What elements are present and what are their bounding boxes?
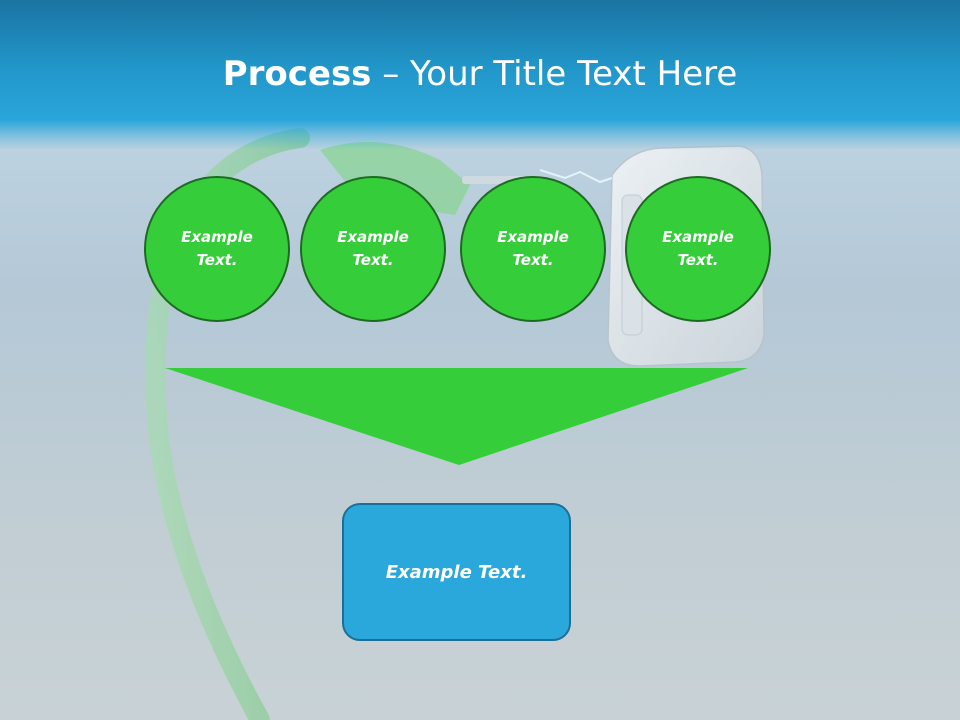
header-bar	[0, 0, 960, 150]
step-circle-label: Example Text.	[497, 228, 569, 269]
spark-graphic	[539, 169, 613, 184]
slide-title: Process – Your Title Text Here	[0, 52, 960, 96]
result-box[interactable]: Example Text.	[342, 503, 571, 641]
step-circle-1[interactable]: Example Text.	[144, 176, 290, 322]
step-circle-label: Example Text.	[662, 228, 734, 269]
step-circle-3[interactable]: Example Text.	[460, 176, 606, 322]
title-rest-part: – Your Title Text Here	[371, 54, 738, 94]
title-bold-part: Process	[222, 54, 372, 94]
step-circle-4[interactable]: Example Text.	[625, 176, 771, 322]
step-circle-2[interactable]: Example Text.	[300, 176, 446, 322]
step-circle-label: Example Text.	[181, 228, 253, 269]
step-circle-label: Example Text.	[337, 228, 409, 269]
funnel-triangle	[165, 368, 748, 465]
cable-graphic	[145, 128, 310, 720]
result-box-label: Example Text.	[385, 561, 528, 583]
